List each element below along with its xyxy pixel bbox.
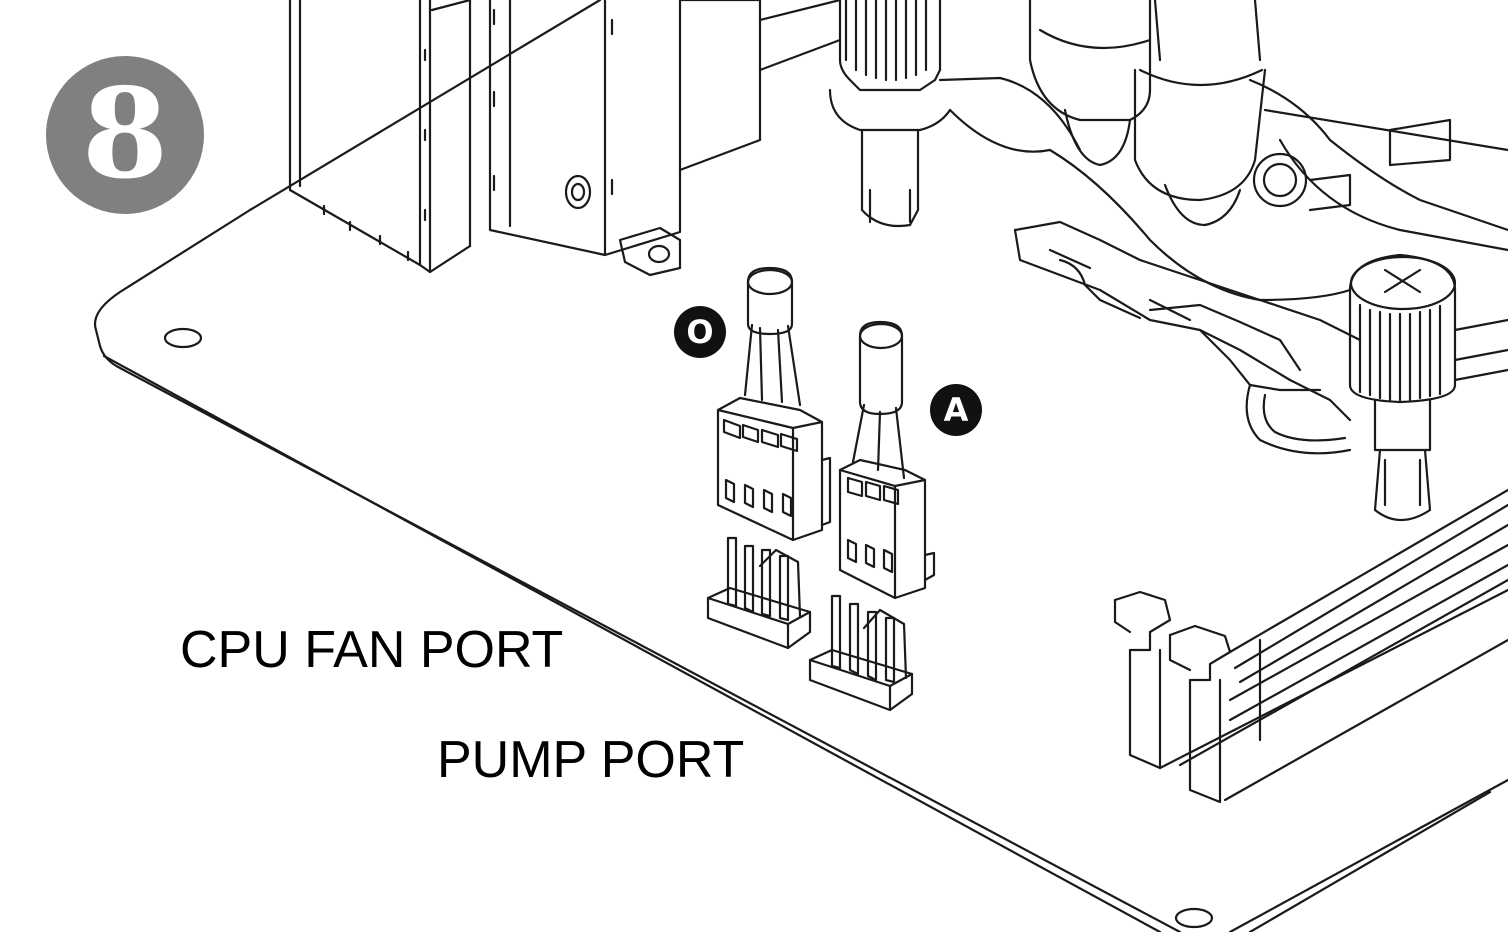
callout-letter-o: O xyxy=(686,313,714,351)
expansion-brackets xyxy=(288,0,842,277)
callout-pump-connector: A xyxy=(930,384,982,436)
pump-port-label: PUMP PORT xyxy=(437,731,745,789)
pump-header xyxy=(808,594,914,712)
mounting-hole xyxy=(1174,907,1214,929)
thumbscrew xyxy=(1348,253,1508,522)
callout-letter-a: A xyxy=(943,391,969,429)
cpu-fan-connector xyxy=(716,266,832,542)
memory-slots xyxy=(1113,488,1508,804)
retention-bracket xyxy=(1013,220,1362,455)
callout-cpu-fan-connector: O xyxy=(674,306,726,358)
step-number: 8 xyxy=(81,62,169,207)
cooler-pump-head xyxy=(828,0,1508,302)
cpu-fan-port-label: CPU FAN PORT xyxy=(180,621,564,679)
mounting-hole xyxy=(163,327,203,349)
cpu-fan-header xyxy=(706,536,812,650)
step-number-badge: 8 xyxy=(46,56,204,214)
pump-connector xyxy=(838,320,936,600)
motherboard-board xyxy=(93,0,1508,932)
